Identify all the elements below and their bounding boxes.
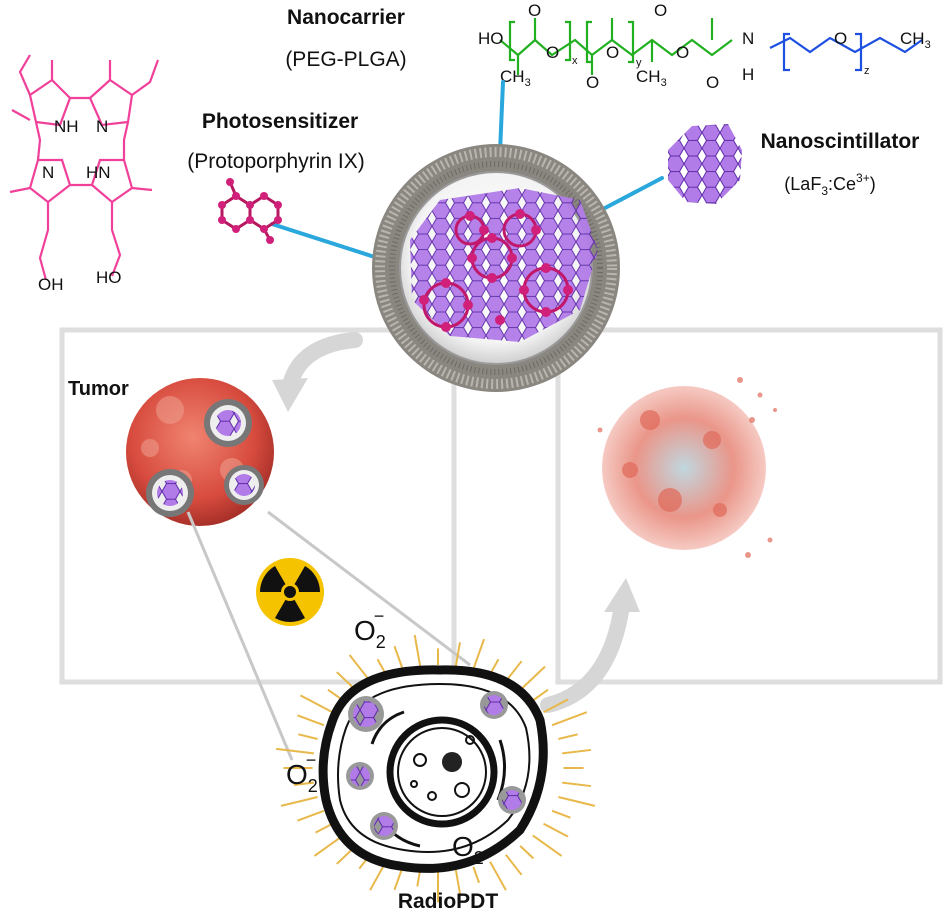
radiation-hazard-icon xyxy=(256,558,324,626)
oxygen-label-bottom: O2 xyxy=(452,831,484,868)
polymer-atom: HO xyxy=(478,29,504,48)
tumor xyxy=(126,378,274,526)
emission-ray xyxy=(472,866,480,884)
emission-ray xyxy=(416,869,422,887)
porphyrin-atom: HO xyxy=(96,268,122,287)
cycle-arrows xyxy=(282,332,630,713)
emission-ray xyxy=(562,781,592,788)
emission-ray xyxy=(313,834,344,857)
emission-ray xyxy=(298,733,318,740)
cell-nanoparticles xyxy=(346,691,526,840)
tumor-label: Tumor xyxy=(68,378,129,400)
porphyrin-atom: NH xyxy=(54,117,79,136)
polymer-group: CH3 xyxy=(900,29,931,51)
labels: Nanocarrier (PEG-PLGA) Photosensitizer (… xyxy=(68,6,919,913)
emission-ray xyxy=(551,711,588,727)
cancer-cell xyxy=(276,634,596,903)
polymer-subscript: z xyxy=(864,65,870,77)
polymer-atom: N xyxy=(742,29,754,48)
destroyed-tumor xyxy=(597,377,777,558)
arrowhead-left xyxy=(272,378,308,412)
emission-ray xyxy=(472,638,486,670)
emission-ray xyxy=(519,845,535,860)
tumor-nanoparticles xyxy=(146,399,264,517)
emission-ray xyxy=(348,654,371,682)
emission-ray xyxy=(551,809,571,819)
emission-ray xyxy=(489,861,507,891)
polymer-atom: O xyxy=(546,43,559,62)
emission-ray xyxy=(558,796,596,807)
photosensitizer-molecule-icon xyxy=(218,178,282,244)
emission-ray xyxy=(562,748,592,755)
porphyrin-atom: HN xyxy=(86,163,111,182)
polymer-atom: O xyxy=(528,1,541,20)
porphyrin-atom: N xyxy=(42,163,54,182)
polymer-atom: H xyxy=(742,65,754,84)
emission-ray xyxy=(393,645,404,670)
nanocarrier-title: Nanocarrier xyxy=(287,6,405,29)
emission-ray xyxy=(519,665,546,691)
polymer-atom: O xyxy=(606,43,619,62)
polymer-subscript: x xyxy=(572,55,578,67)
emission-ray xyxy=(543,698,569,714)
porphyrin-atom: OH xyxy=(38,275,64,294)
porphyrin-atom-labels: NH N N HN OH HO xyxy=(38,117,122,294)
nanoscintillator-lattice-icon xyxy=(668,124,742,204)
emission-ray xyxy=(532,834,563,857)
emission-ray xyxy=(315,822,333,834)
polymer-subscript: y xyxy=(636,57,642,69)
emission-ray xyxy=(505,660,523,682)
nanoscintillator-title: Nanoscintillator xyxy=(761,130,920,153)
polymer-atom-labels: HO O O O O O O O N H O CH3 CH3 CH3 x y z xyxy=(478,1,931,92)
nanoparticle xyxy=(372,144,620,392)
emission-ray xyxy=(454,869,461,894)
zoom-lines xyxy=(186,510,471,761)
emission-ray xyxy=(543,822,569,838)
emission-ray xyxy=(505,854,523,876)
emission-ray xyxy=(454,642,461,667)
photosensitizer-title: Photosensitizer xyxy=(202,110,358,133)
nanoscintillator-formula: (LaF3:Ce3+) xyxy=(784,171,875,198)
polymer-atom: O xyxy=(586,73,599,92)
polymer-group: CH3 xyxy=(500,67,531,89)
emission-ray xyxy=(276,747,314,755)
polymer-atom: O xyxy=(834,29,847,48)
polymer-atom: O xyxy=(654,1,667,20)
nanocarrier-subtitle: (PEG-PLGA) xyxy=(285,48,406,71)
emission-ray xyxy=(558,733,578,740)
emission-ray xyxy=(280,796,318,807)
emission-ray xyxy=(297,809,325,822)
emission-ray xyxy=(299,694,333,714)
superoxide-label-top: O2− xyxy=(354,606,386,652)
radiopdt-label: RadioPDT xyxy=(398,890,499,913)
emission-ray xyxy=(532,688,549,702)
polymer-atom: O xyxy=(706,73,719,92)
peg-plga-structure xyxy=(499,18,923,75)
porphyrin-atom: N xyxy=(96,117,108,136)
emission-ray xyxy=(293,781,314,787)
photosensitizer-subtitle: (Protoporphyrin IX) xyxy=(187,150,364,173)
emission-ray xyxy=(413,634,422,667)
polymer-atom: O xyxy=(676,43,689,62)
emission-ray xyxy=(297,714,325,727)
arrowhead-right xyxy=(604,578,640,612)
superoxide-label-left: O2− xyxy=(286,750,318,796)
protoporphyrin-structure xyxy=(9,54,160,281)
polymer-group: CH3 xyxy=(636,67,667,89)
